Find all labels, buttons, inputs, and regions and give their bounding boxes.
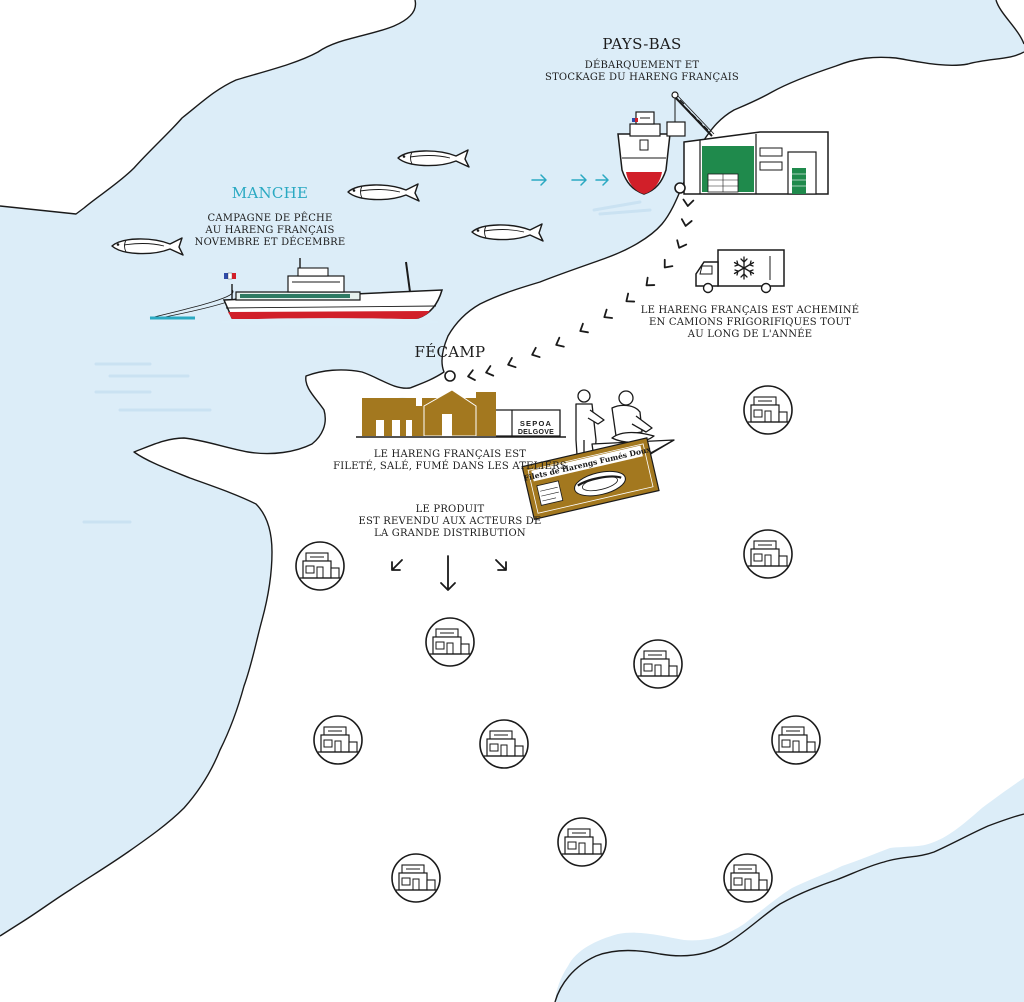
label-pays-bas: PAYS-BAS <box>602 35 682 53</box>
label-distribution-description: LE PRODUIT EST REVENDU AUX ACTEURS DE LA… <box>358 504 542 539</box>
label-manche: MANCHE <box>231 184 309 202</box>
fishing-trawler-icon <box>149 258 444 326</box>
truck-route <box>444 182 695 383</box>
cold-storage-warehouse-icon <box>683 131 829 195</box>
supermarket-store-icon <box>633 639 683 689</box>
supermarket-store-icon <box>771 715 821 765</box>
label-factory-description: LE HARENG FRANÇAIS EST FILETÉ, SALÉ, FUM… <box>333 449 567 472</box>
refrigerated-truck-icon <box>695 249 785 294</box>
supermarket-store-icon <box>743 385 793 435</box>
route-end-marker <box>444 370 456 382</box>
factory-sign-line2: DELGOVE <box>518 429 554 436</box>
label-pays-bas-description: DÉBARQUEMENT ET STOCKAGE DU HARENG FRANÇ… <box>545 60 739 83</box>
crane-icon <box>666 91 715 137</box>
factory-sign-line1: SEPOA <box>520 419 552 428</box>
product-package-icon: Filets de Harengs Fumés Doux <box>521 437 660 521</box>
land-great-britain <box>0 0 416 214</box>
label-manche-description: CAMPAGNE DE PÊCHE AU HARENG FRANÇAIS NOV… <box>194 213 346 248</box>
sea-mediterranean <box>555 814 1024 1002</box>
supermarket-store-icon <box>391 853 441 903</box>
supermarket-store-icon <box>313 715 363 765</box>
supermarket-store-icon <box>723 853 773 903</box>
route-start-marker <box>674 182 686 194</box>
supermarket-store-icon <box>557 817 607 867</box>
label-transport-description: LE HARENG FRANÇAIS EST ACHEMINÉ EN CAMIO… <box>640 305 860 340</box>
supermarket-store-icon <box>295 541 345 591</box>
supermarket-store-icon <box>425 617 475 667</box>
distribution-arrows <box>391 555 507 591</box>
sea-route-arrows <box>531 174 609 186</box>
supermarket-store-icon <box>743 529 793 579</box>
water-ripples <box>82 200 652 524</box>
cargo-ship-icon <box>617 111 671 195</box>
snowflake-icon <box>733 256 755 280</box>
supermarket-store-icon <box>479 719 529 769</box>
label-fecamp: FÉCAMP <box>414 343 486 361</box>
factory-icon: SEPOA DELGOVE <box>356 389 566 438</box>
